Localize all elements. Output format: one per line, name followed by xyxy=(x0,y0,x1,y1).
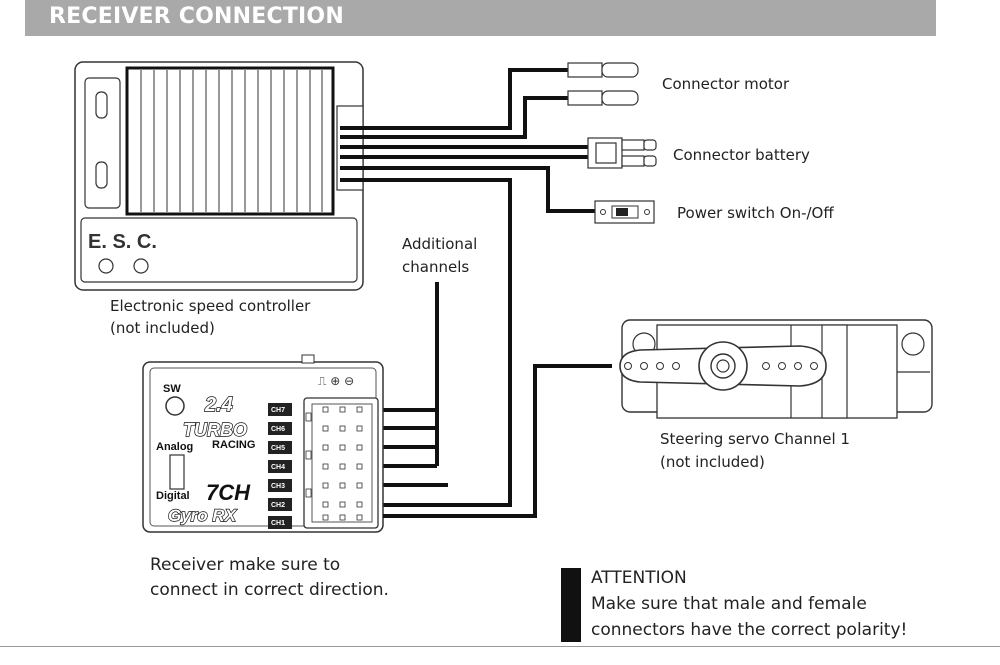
esc-led-2 xyxy=(133,258,149,274)
attention-line2: connectors have the correct polarity! xyxy=(591,620,907,640)
receiver-sw-label: SW xyxy=(163,383,181,395)
receiver-unit: ⎍ ⊕ ⊖ SW 2.4 TURBO RACING Analog Digital… xyxy=(142,354,384,533)
receiver-brand: TURBO xyxy=(183,420,247,440)
receiver-sw-button[interactable] xyxy=(165,396,185,416)
header-bar: RECEIVER CONNECTION xyxy=(25,0,936,36)
receiver-caption-line1: Receiver make sure to xyxy=(150,555,340,575)
attention-title: ATTENTION xyxy=(591,568,687,588)
channel-tag-ch3: CH3 xyxy=(271,483,285,490)
channel-tag-ch1: CH1 xyxy=(271,520,285,527)
esc-wires xyxy=(340,68,597,507)
power-switch xyxy=(594,200,655,224)
receiver-model-sub: Gyro RX xyxy=(168,506,238,525)
receiver-analog-label: Analog xyxy=(156,441,193,453)
additional-channel-wires xyxy=(383,282,448,487)
esc-title: E. S. C. xyxy=(88,231,157,253)
receiver-pin-header xyxy=(303,397,379,529)
additional-channels-line1: Additional xyxy=(402,235,477,253)
connector-battery-label: Connector battery xyxy=(673,146,810,164)
additional-channels-line2: channels xyxy=(402,258,469,276)
receiver-digital-label: Digital xyxy=(156,490,190,502)
connector-motor-label: Connector motor xyxy=(662,75,790,93)
channel-tag-ch5: CH5 xyxy=(271,445,285,452)
esc-unit: E. S. C. xyxy=(74,61,364,291)
power-switch-label: Power switch On-/Off xyxy=(677,204,834,222)
channel-tag-ch4: CH4 xyxy=(271,464,285,471)
servo-caption-line2: (not included) xyxy=(660,453,765,471)
attention-line1: Make sure that male and female xyxy=(591,594,867,614)
bottom-divider xyxy=(0,646,1000,647)
receiver-top-symbols: ⎍ ⊕ ⊖ xyxy=(318,374,354,388)
channel-tag-ch2: CH2 xyxy=(271,502,285,509)
page-title: RECEIVER CONNECTION xyxy=(49,4,344,29)
motor-connector xyxy=(567,62,639,106)
esc-led-1 xyxy=(98,258,114,274)
channel-tag-ch6: CH6 xyxy=(271,426,285,433)
receiver-brand-sub: RACING xyxy=(212,439,255,451)
channel-tag-ch7: CH7 xyxy=(271,407,285,414)
servo-caption-line1: Steering servo Channel 1 xyxy=(660,430,850,448)
receiver-channel-tags: CH7 CH6 CH5 CH4 CH3 CH2 CH1 xyxy=(268,403,292,529)
servo-wire xyxy=(383,364,612,518)
receiver-caption-line2: connect in correct direction. xyxy=(150,580,389,600)
attention-bar xyxy=(561,568,581,642)
receiver-logo-24: 2.4 xyxy=(204,394,233,416)
esc-heatsink-fins xyxy=(140,70,323,212)
receiver-model: 7CH xyxy=(206,480,251,505)
battery-connector xyxy=(587,137,657,169)
receiver-analog-digital-switch[interactable] xyxy=(169,454,185,490)
esc-caption-line2: (not included) xyxy=(110,319,215,337)
steering-servo xyxy=(619,319,933,419)
esc-caption-line1: Electronic speed controller xyxy=(110,297,311,315)
